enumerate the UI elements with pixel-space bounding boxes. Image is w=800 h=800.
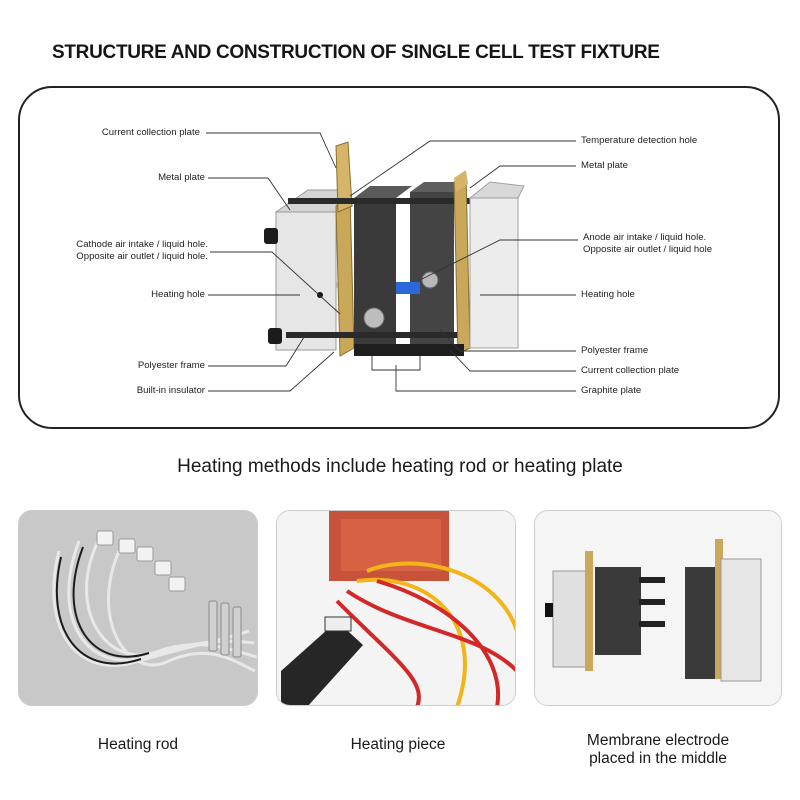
label-polyester-frame-right: Polyester frame [581, 345, 649, 356]
label-graphite-plate: Graphite plate [581, 385, 642, 396]
label-heating-hole-left: Heating hole [151, 289, 205, 300]
label-built-in-insulator: Built-in insulator [136, 385, 205, 396]
knob-bottom [268, 328, 282, 344]
anode-fitting [421, 271, 439, 289]
tie-rod-top [288, 198, 488, 204]
left-gold-plate [335, 192, 355, 357]
knob-top [264, 228, 278, 244]
heating-piece-illustration [277, 511, 515, 705]
membrane-electrode-illustration [535, 511, 781, 705]
label-temperature-detection-hole: Temperature detection hole [581, 135, 698, 146]
right-graphite-plate [410, 192, 454, 348]
page-title: STRUCTURE AND CONSTRUCTION OF SINGLE CEL… [52, 42, 660, 63]
photo-membrane-electrode [534, 510, 782, 706]
photo-heating-rod [18, 510, 258, 706]
cathode-fitting [363, 307, 385, 329]
tie-rod-bottom [286, 332, 482, 338]
bottom-plate [354, 344, 464, 356]
label-current-collection-plate-left: Current collection plate [101, 127, 200, 138]
left-metal-plate [275, 211, 337, 351]
label-metal-plate-left: Metal plate [158, 172, 205, 183]
label-anode-air-intake: Anode air intake / liquid hole. Opposite… [583, 232, 713, 255]
heating-hole-dot [317, 292, 323, 298]
label-current-collection-plate-right: Current collection plate [581, 365, 680, 376]
label-polyester-frame-left: Polyester frame [137, 360, 205, 371]
photo-heating-piece [276, 510, 516, 706]
caption-membrane-electrode: Membrane electrode placed in the middle [586, 732, 730, 767]
caption-heating-piece: Heating piece [350, 736, 446, 753]
label-metal-plate-right: Metal plate [581, 160, 628, 171]
heating-rod-illustration [19, 511, 257, 705]
right-metal-plate [469, 197, 519, 349]
label-heating-hole-right: Heating hole [581, 289, 635, 300]
label-cathode-air-intake: Cathode air intake / liquid hole. Opposi… [76, 239, 208, 262]
blue-sensor [396, 282, 420, 294]
left-gold-tab [335, 141, 353, 213]
plug-body [281, 621, 363, 705]
caption-heating-rod: Heating rod [97, 736, 179, 753]
heating-methods-heading: Heating methods include heating rod or h… [177, 456, 623, 477]
